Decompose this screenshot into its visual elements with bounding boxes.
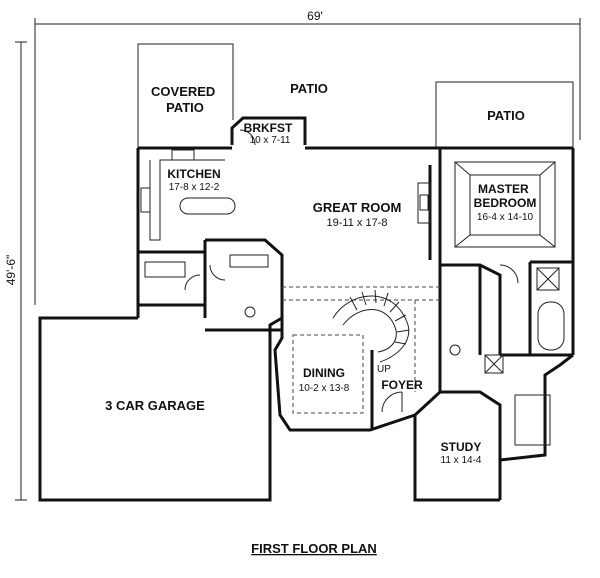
patio-right-label: PATIO — [487, 108, 525, 123]
garage-label: 3 CAR GARAGE — [105, 398, 205, 413]
great-room-size: 19-11 x 17-8 — [327, 217, 388, 229]
patio-outlines — [137, 43, 574, 148]
dimension-lines — [15, 18, 581, 501]
study-label: STUDY — [441, 440, 482, 454]
staircase — [332, 289, 410, 363]
master-bedroom-size: 16-4 x 14-10 — [477, 212, 534, 223]
bath-fixtures — [144, 254, 565, 446]
study-size: 11 x 14-4 — [441, 455, 482, 466]
dining-label: DINING — [303, 366, 345, 380]
covered-patio-label: COVERED PATIO — [151, 84, 219, 115]
doors — [184, 129, 519, 413]
brkfst-size: 10 x 7-11 — [250, 135, 291, 146]
kitchen-counters — [140, 149, 236, 241]
master-bedroom-label: MASTER BEDROOM — [474, 182, 537, 210]
dashed-openings — [282, 286, 440, 414]
fireplace — [417, 182, 431, 224]
kitchen-size: 17-8 x 12-2 — [169, 182, 220, 193]
depth-dimension: 49'-6" — [4, 255, 18, 286]
exterior-walls — [38, 116, 575, 502]
master-tray-ceiling — [454, 161, 556, 248]
plan-caption: FIRST FLOOR PLAN — [251, 541, 377, 556]
great-room-label: GREAT ROOM — [313, 200, 402, 215]
kitchen-label: KITCHEN — [167, 167, 220, 181]
brkfst-label: BRKFST — [244, 121, 293, 135]
dining-size: 10-2 x 13-8 — [299, 383, 350, 394]
width-dimension: 69' — [307, 9, 323, 23]
patio-top-label: PATIO — [290, 81, 328, 96]
stair-up-label: UP — [377, 364, 391, 375]
foyer-label: FOYER — [381, 378, 423, 392]
